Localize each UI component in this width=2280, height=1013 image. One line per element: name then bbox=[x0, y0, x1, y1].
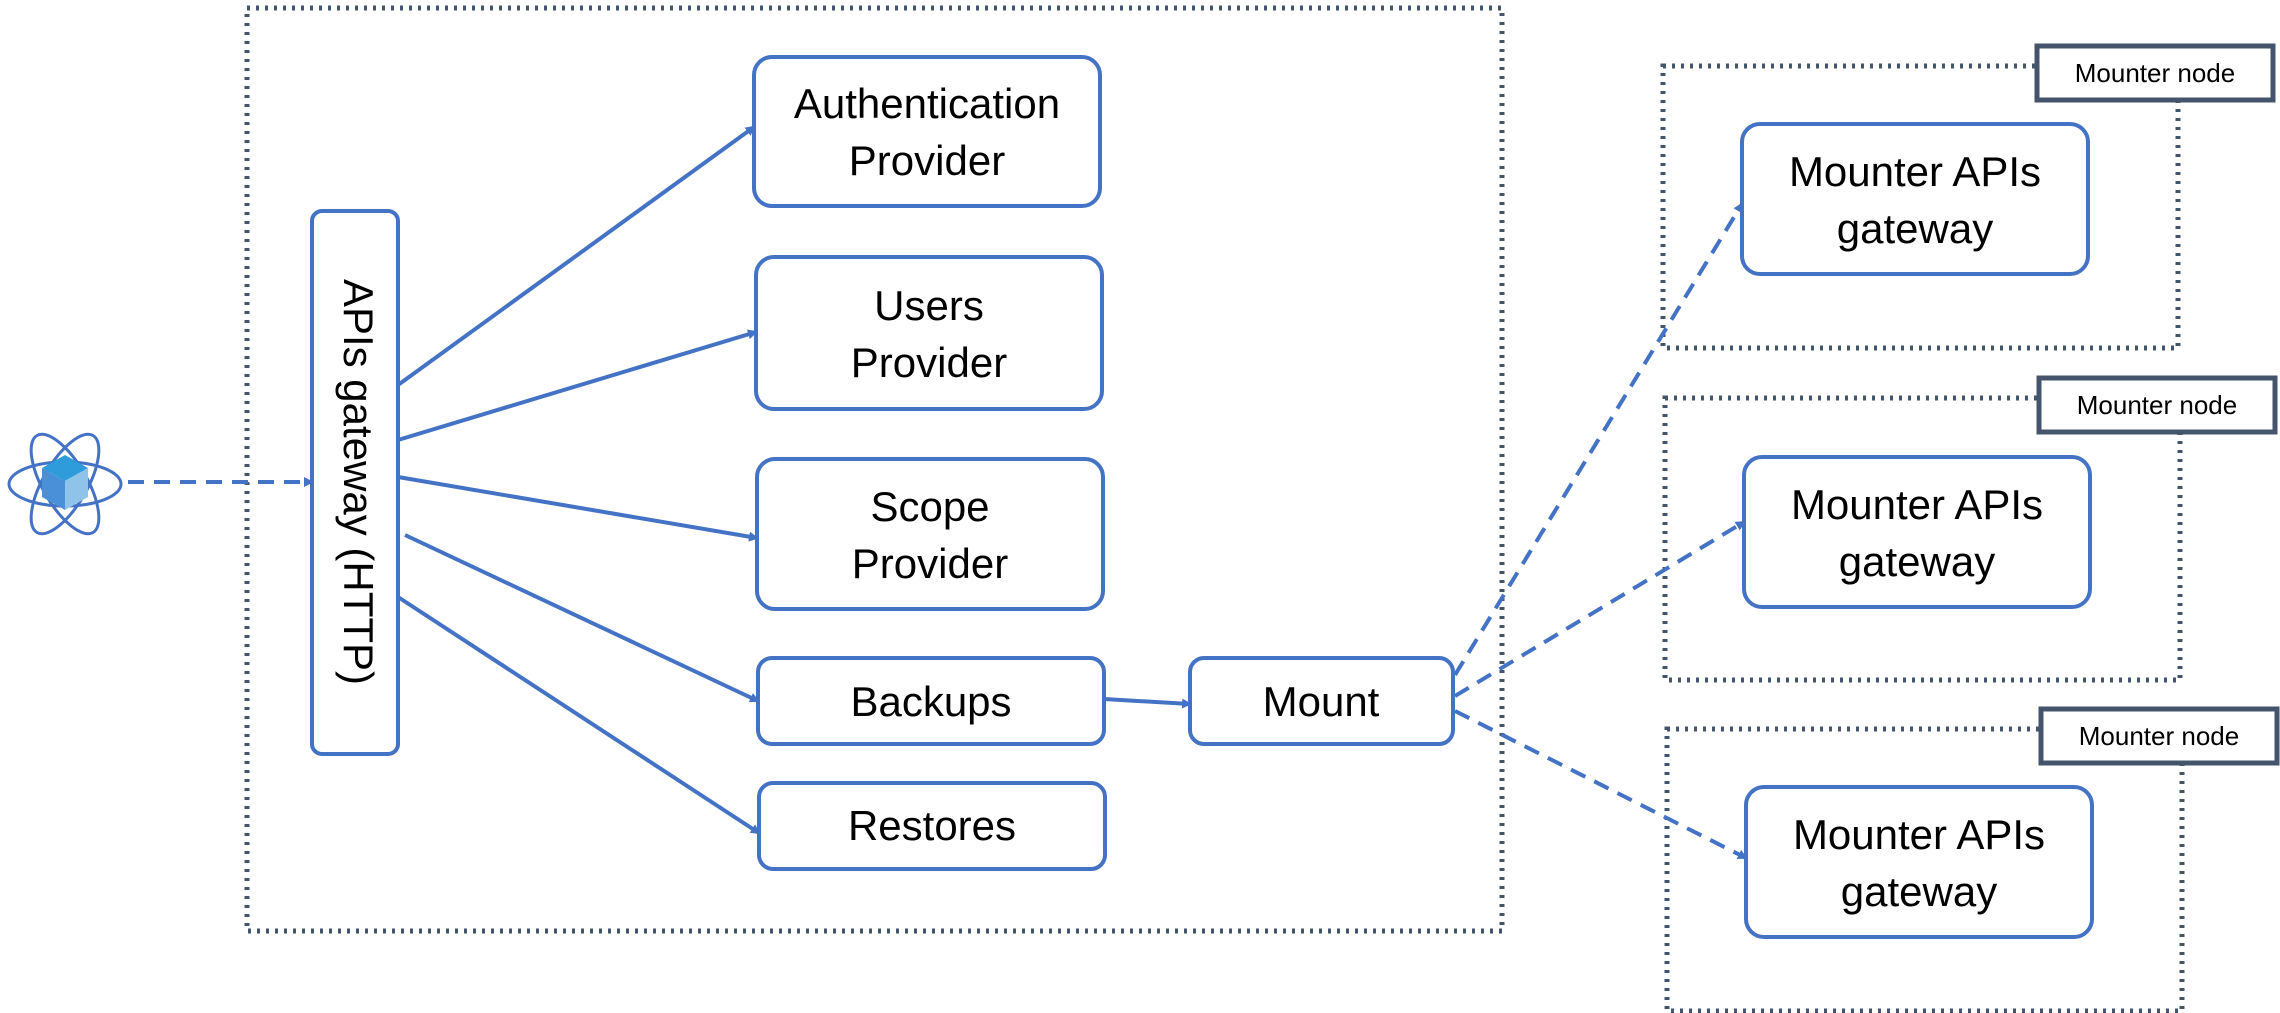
authentication-provider-node[interactable]: Authentication Provider bbox=[752, 55, 1102, 208]
restores-node[interactable]: Restores bbox=[757, 781, 1107, 871]
mounter-gateway-1-line2: gateway bbox=[1837, 205, 1993, 252]
authentication-provider-line2: Provider bbox=[849, 137, 1005, 184]
mount-node[interactable]: Mount bbox=[1188, 656, 1455, 746]
mounter-node-tag-3-label: Mounter node bbox=[2079, 721, 2239, 751]
mounter-node-tag-1: Mounter node bbox=[2034, 43, 2276, 103]
restores-label: Restores bbox=[848, 802, 1016, 849]
mounter-gateway-3-line1: Mounter APIs bbox=[1793, 811, 2045, 858]
gateway-to-users-arrow bbox=[397, 329, 758, 442]
mount-to-mounter-2-arrow bbox=[1453, 520, 1746, 698]
backups-label: Backups bbox=[850, 678, 1011, 725]
mounter-node-tag-3: Mounter node bbox=[2038, 706, 2280, 766]
mounter-gateway-3-line2: gateway bbox=[1841, 868, 1997, 915]
gateway-to-scope-arrow bbox=[397, 475, 759, 542]
mounter-node-tag-2-label: Mounter node bbox=[2077, 390, 2237, 420]
mounter-node-tag-1-label: Mounter node bbox=[2075, 58, 2235, 88]
mounter-gateway-2-line2: gateway bbox=[1839, 538, 1995, 585]
mounter-node-tag-2: Mounter node bbox=[2036, 375, 2278, 435]
mounter-node-frame-3 bbox=[1664, 726, 2185, 1013]
scope-provider-node[interactable]: Scope Provider bbox=[755, 457, 1105, 611]
mounter-gateway-1-line1: Mounter APIs bbox=[1789, 148, 2041, 195]
scope-provider-line1: Scope bbox=[870, 483, 989, 530]
scope-provider-line2: Provider bbox=[852, 540, 1008, 587]
authentication-provider-line1: Authentication bbox=[794, 80, 1060, 127]
mounter-apis-gateway-3[interactable]: Mounter APIs gateway bbox=[1744, 785, 2094, 939]
atom-cube-icon bbox=[7, 432, 123, 536]
mounter-apis-gateway-2[interactable]: Mounter APIs gateway bbox=[1742, 455, 2092, 609]
backups-node[interactable]: Backups bbox=[756, 656, 1106, 746]
users-provider-line2: Provider bbox=[851, 339, 1007, 386]
apis-gateway-node[interactable]: APIs gateway (HTTP) bbox=[310, 209, 400, 756]
mount-label: Mount bbox=[1263, 678, 1380, 725]
users-provider-line1: Users bbox=[874, 282, 984, 329]
mount-to-mounter-1-arrow bbox=[1453, 202, 1744, 677]
mounter-gateway-2-line1: Mounter APIs bbox=[1791, 481, 2043, 528]
mount-to-mounter-3-arrow bbox=[1454, 709, 1748, 860]
gateway-to-backups-arrow bbox=[404, 533, 760, 703]
mounter-node-frame-1 bbox=[1660, 63, 2181, 351]
mounter-apis-gateway-1[interactable]: Mounter APIs gateway bbox=[1740, 122, 2090, 276]
gateway-to-auth-arrow bbox=[396, 125, 756, 387]
mounter-node-frame-2 bbox=[1662, 395, 2183, 683]
gateway-to-restores-arrow bbox=[396, 595, 761, 835]
apis-gateway-label: APIs gateway (HTTP) bbox=[335, 279, 382, 685]
backups-to-mount-arrow bbox=[1103, 697, 1192, 709]
users-provider-node[interactable]: Users Provider bbox=[754, 255, 1104, 411]
